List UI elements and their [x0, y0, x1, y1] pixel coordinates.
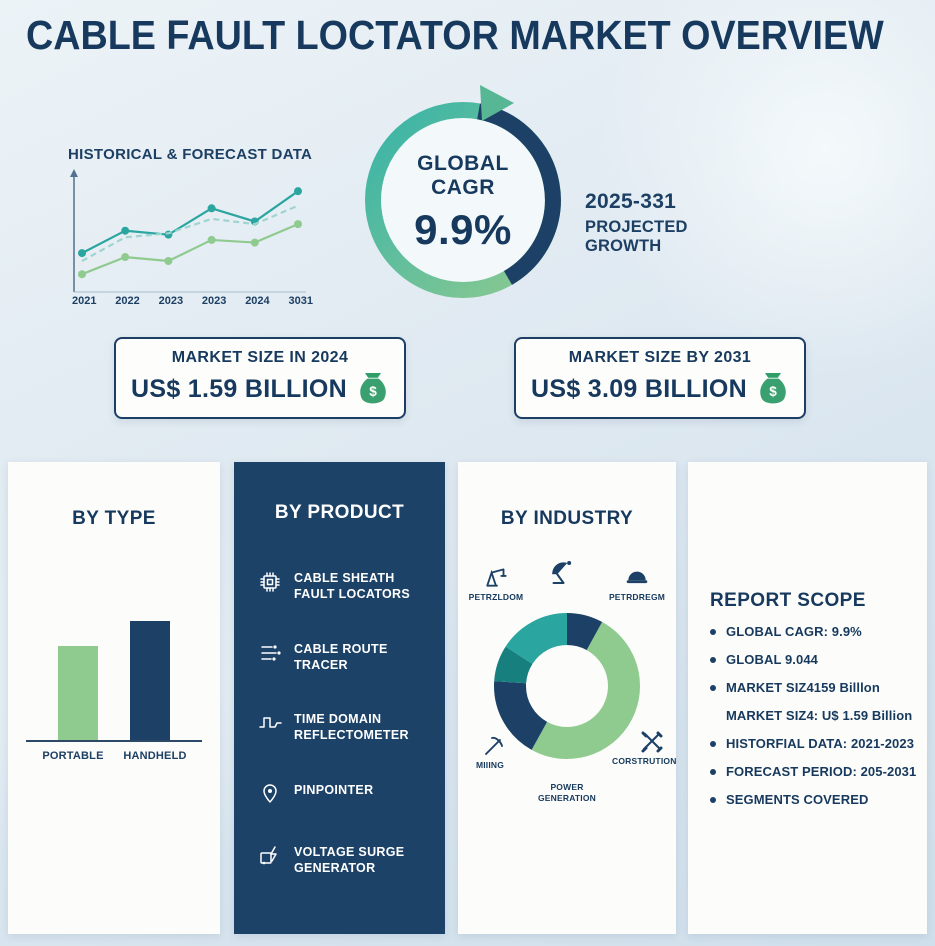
waveform-icon — [259, 717, 282, 728]
list-item: MARKET SIZ4: U$ 1.59 Billion — [710, 708, 921, 724]
market-size-2024-box: MARKET SIZE IN 2024 US$ 1.59 BILLION $ — [114, 337, 406, 419]
historical-line-chart — [70, 169, 306, 293]
scope-text: SEGMENTS COVERED — [726, 792, 869, 807]
bar-handheld — [130, 621, 170, 740]
scope-text: MARKET SIZ4: U$ 1.59 Billion — [726, 708, 913, 723]
list-item: VOLTAGE SURGE GENERATOR — [258, 844, 445, 877]
x-axis-year-label: 2022 — [115, 295, 140, 307]
x-axis-year-label: 2023 — [201, 295, 227, 307]
product-label: CABLE ROUTE TRACER — [294, 641, 388, 672]
x-axis-year-label: 3031 — [288, 295, 313, 307]
industry-label-mining: MIIING — [475, 760, 505, 770]
pinpointer-icon — [263, 783, 277, 803]
list-item: SEGMENTS COVERED — [710, 792, 921, 808]
projected-growth-block: 2025-331 PROJECTED GROWTH — [585, 190, 765, 256]
cagr-label-global: GLOBAL — [417, 152, 509, 175]
surge-generator-icon — [260, 845, 277, 864]
scope-text: MARKET SIZ4159 Billlon — [726, 680, 880, 695]
industry-label-power: POWER GENERATION — [537, 782, 597, 803]
crossed-hammers-icon — [641, 731, 663, 753]
list-item: GLOBAL CAGR: 9.9% — [710, 624, 921, 640]
bar-portable — [58, 646, 98, 740]
cagr-label-cagr: CAGR — [431, 176, 495, 200]
by-industry-panel: BY INDUSTRY PETRZLDOM PETRDREGM MIIING C… — [458, 462, 676, 934]
historical-forecast-label: HISTORICAL & FORECAST DATA — [68, 146, 313, 163]
bullet-icon — [710, 657, 716, 663]
gauge-arrow-icon — [480, 85, 514, 121]
page-title: CABLE FAULT LOCTATOR MARKET OVERVIEW — [26, 12, 884, 58]
list-item: CABLE SHEATH FAULT LOCATORS — [258, 570, 445, 603]
bar-label: PORTABLE — [42, 750, 104, 762]
market-size-2031-title: MARKET SIZE BY 2031 — [568, 349, 752, 366]
product-list: CABLE SHEATH FAULT LOCATORS CABLE ROUTE … — [258, 570, 445, 876]
scope-text: HISTORFIAL DATA: 2021-2023 — [726, 736, 915, 751]
chip-icon — [260, 572, 280, 592]
product-label: TIME DOMAIN REFLECTOMETER — [294, 712, 409, 743]
list-item: FORECAST PERIOD: 205-2031 — [710, 764, 921, 780]
bullet-icon — [710, 629, 716, 635]
list-item: MARKET SIZ4159 Billlon — [710, 680, 921, 696]
cagr-gauge: GLOBAL CAGR 9.9% — [358, 82, 568, 317]
line-chart-x-axis: 2021 2022 2023 2023 2024 3031 — [58, 295, 313, 307]
by-type-panel: BY TYPE PORTABLE HANDHELD — [8, 462, 220, 934]
market-size-2024-value: US$ 1.59 BILLION — [131, 374, 347, 403]
by-product-title: BY PRODUCT — [274, 502, 405, 523]
money-bag-icon: $ — [360, 373, 386, 404]
list-item: PINPOINTER — [258, 782, 445, 806]
product-label: PINPOINTER — [294, 782, 374, 797]
scope-text: FORECAST PERIOD: 205-2031 — [726, 764, 917, 779]
by-type-bar-chart: PORTABLE HANDHELD — [26, 570, 202, 762]
cagr-text-block: GLOBAL CAGR 9.9% — [358, 152, 568, 254]
cagr-value: 9.9% — [414, 206, 512, 254]
list-item: TIME DOMAIN REFLECTOMETER — [258, 711, 445, 744]
product-label: CABLE SHEATH FAULT LOCATORS — [294, 571, 410, 602]
oil-pump-icon — [486, 568, 507, 587]
industry-label-helmet: PETRDREGM — [608, 592, 666, 602]
projection-period: 2025-331 — [585, 190, 677, 213]
satellite-dish-icon — [552, 561, 572, 584]
svg-text:$: $ — [369, 384, 377, 399]
x-axis-year-label: 2024 — [245, 295, 270, 307]
product-label: VOLTAGE SURGE GENERATOR — [294, 844, 405, 875]
bullet-icon — [710, 741, 716, 747]
bar-label: HANDHELD — [123, 750, 187, 762]
route-tracer-icon — [261, 644, 281, 661]
svg-text:$: $ — [769, 384, 777, 399]
list-item: GLOBAL 9.044 — [710, 652, 921, 668]
mining-pick-icon — [485, 736, 503, 755]
scope-text: GLOBAL CAGR: 9.9% — [726, 624, 862, 639]
projected-growth-label: PROJECTED GROWTH — [585, 218, 688, 255]
market-size-2024-title: MARKET SIZE IN 2024 — [171, 349, 349, 366]
hard-hat-icon — [626, 571, 648, 584]
industry-donut-chart — [494, 613, 640, 759]
bullet-icon — [710, 769, 716, 775]
x-axis-year-label: 2023 — [158, 295, 184, 307]
x-axis-year-label: 2021 — [72, 295, 97, 307]
by-industry-title: BY INDUSTRY — [500, 508, 634, 529]
bullet-icon — [710, 797, 716, 803]
scope-text: GLOBAL 9.044 — [726, 652, 818, 667]
cagr-gauge-ring — [365, 85, 561, 298]
market-size-2031-box: MARKET SIZE BY 2031 US$ 3.09 BILLION $ — [514, 337, 806, 419]
y-axis-arrow-icon — [70, 169, 78, 177]
by-type-title: BY TYPE — [72, 508, 156, 529]
market-size-2031-value: US$ 3.09 BILLION — [531, 374, 747, 403]
bullet-icon — [710, 685, 716, 691]
money-bag-icon: $ — [760, 373, 786, 404]
industry-label-construction: CORSTRUTION — [612, 756, 677, 766]
industry-label-petroleum: PETRZLDOM — [468, 592, 524, 602]
report-scope-title: REPORT SCOPE — [710, 590, 866, 611]
list-item: HISTORFIAL DATA: 2021-2023 — [710, 736, 921, 752]
list-item: CABLE ROUTE TRACER — [258, 641, 445, 674]
by-product-panel: BY PRODUCT CABLE SHEATH FAULT LOCATORS C… — [234, 462, 445, 934]
report-scope-list: GLOBAL CAGR: 9.9% GLOBAL 9.044 MARKET SI… — [710, 624, 921, 820]
report-scope-panel: REPORT SCOPE GLOBAL CAGR: 9.9% GLOBAL 9.… — [688, 462, 927, 934]
